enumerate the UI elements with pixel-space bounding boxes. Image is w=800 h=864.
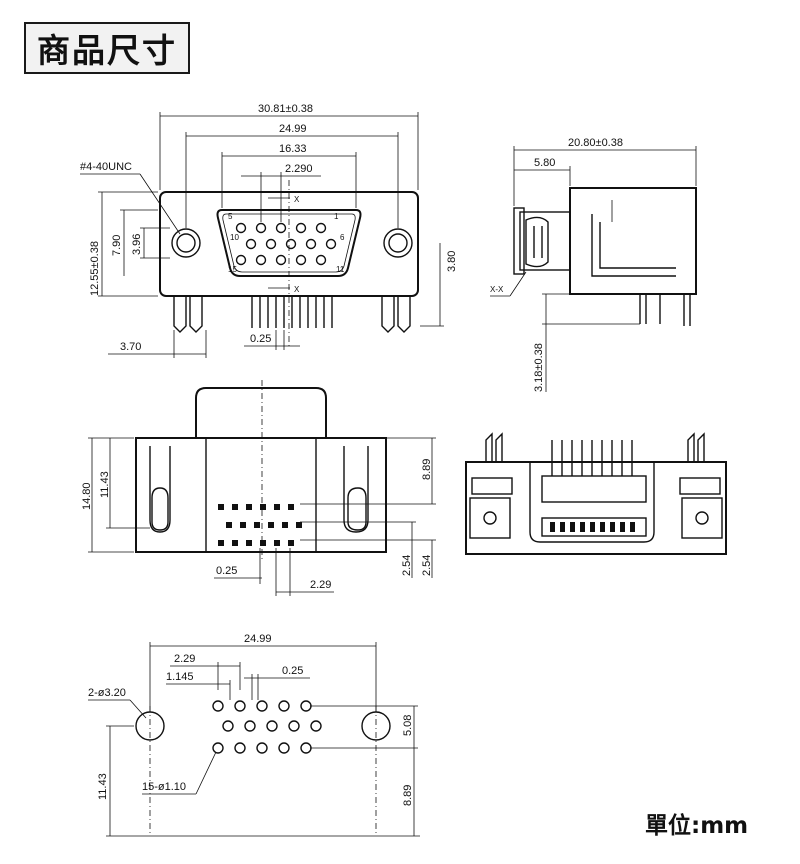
dim-pin-length: 3.18±0.38 <box>533 343 545 392</box>
dim-flange-depth: 5.80 <box>534 157 555 169</box>
side-view: X-X 20.80±0.38 5.80 3.18±0.38 <box>490 137 697 392</box>
dim-pcb-mount-holes: 2-ø3.20 <box>88 687 126 699</box>
dim-pcb-vertical-spacing: 5.08 <box>402 715 414 736</box>
side-body <box>569 187 697 295</box>
front-mount-hole-left <box>171 228 201 258</box>
pin-number: 1 <box>334 212 339 221</box>
dim-shell-width: 16.33 <box>279 143 307 155</box>
rear-view <box>465 432 727 555</box>
boardlock-right <box>381 296 395 333</box>
dim-hole-center-height: 3.96 <box>131 234 143 255</box>
boardlock-left <box>173 296 187 333</box>
dim-top-pin-row-height: 8.89 <box>421 459 433 480</box>
dim-pcb-boardlock-height: 11.43 <box>97 773 109 800</box>
front-solder-tails <box>251 296 333 328</box>
pin-number: 10 <box>230 233 239 242</box>
top-body <box>135 437 387 553</box>
pin-number: 15 <box>228 265 237 274</box>
top-view: 14.80 11.43 8.89 2.54 2.54 0.25 2.29 <box>81 380 436 596</box>
dim-mount-spacing: 24.99 <box>279 123 307 135</box>
dim-top-pin-offset: 0.25 <box>216 565 237 577</box>
front-mount-hole-right <box>383 228 413 258</box>
dim-pcb-hole-spacing: 24.99 <box>244 633 272 645</box>
dim-body-height: 7.90 <box>111 235 123 256</box>
front-view: 5 10 15 1 6 11 X X 30.81±0.38 <box>80 103 458 358</box>
dim-top-overall-height: 14.80 <box>81 482 93 510</box>
front-pins <box>235 222 337 266</box>
unit-label: 單位:mm <box>645 813 749 839</box>
pcb-pin-holes <box>212 700 322 754</box>
side-shell <box>519 211 571 271</box>
dim-right-height: 3.80 <box>446 251 458 272</box>
dim-pin-offset: 0.25 <box>250 333 271 345</box>
dim-pcb-pin-row-height: 8.89 <box>402 785 414 806</box>
dim-top-pin-pitch: 2.29 <box>310 579 331 591</box>
front-dsub-shell <box>216 209 362 277</box>
dim-pcb-pin-pitch: 2.29 <box>174 653 195 665</box>
dim-row-pitch-b: 2.54 <box>421 555 433 576</box>
dim-overall-height: 12.55±0.38 <box>89 241 101 296</box>
top-shell <box>195 387 327 438</box>
dim-row-pitch-a: 2.54 <box>401 555 413 576</box>
dim-pcb-offset: 0.25 <box>282 665 303 677</box>
dim-pcb-half-pitch: 1.145 <box>166 671 194 683</box>
front-flange <box>159 191 419 297</box>
section-mark-top: X <box>294 195 300 204</box>
side-section-label: X-X <box>490 285 504 294</box>
section-mark-bottom: X <box>294 285 300 294</box>
rear-body <box>465 461 727 555</box>
dim-thread-note: #4-40UNC <box>80 161 132 173</box>
page-title: 商品尺寸 <box>24 22 190 74</box>
dim-overall-width: 30.81±0.38 <box>258 103 313 115</box>
pin-number: 6 <box>340 233 345 242</box>
pin-number: 11 <box>336 265 345 274</box>
pcb-layout: 24.99 2.29 1.145 0.25 2-ø3.20 15-ø1.10 <box>88 633 420 837</box>
page-title-text: 商品尺寸 <box>37 31 177 70</box>
dim-top-boardlock-height: 11.43 <box>99 471 111 498</box>
dim-overall-depth: 20.80±0.38 <box>568 137 623 149</box>
top-pin-dots <box>218 504 302 546</box>
dim-pcb-pin-holes: 15-ø1.10 <box>142 781 186 793</box>
dim-pin-pitch: 2.290 <box>285 163 313 175</box>
dim-left-edge: 3.70 <box>120 341 141 353</box>
pin-number: 5 <box>228 212 233 221</box>
